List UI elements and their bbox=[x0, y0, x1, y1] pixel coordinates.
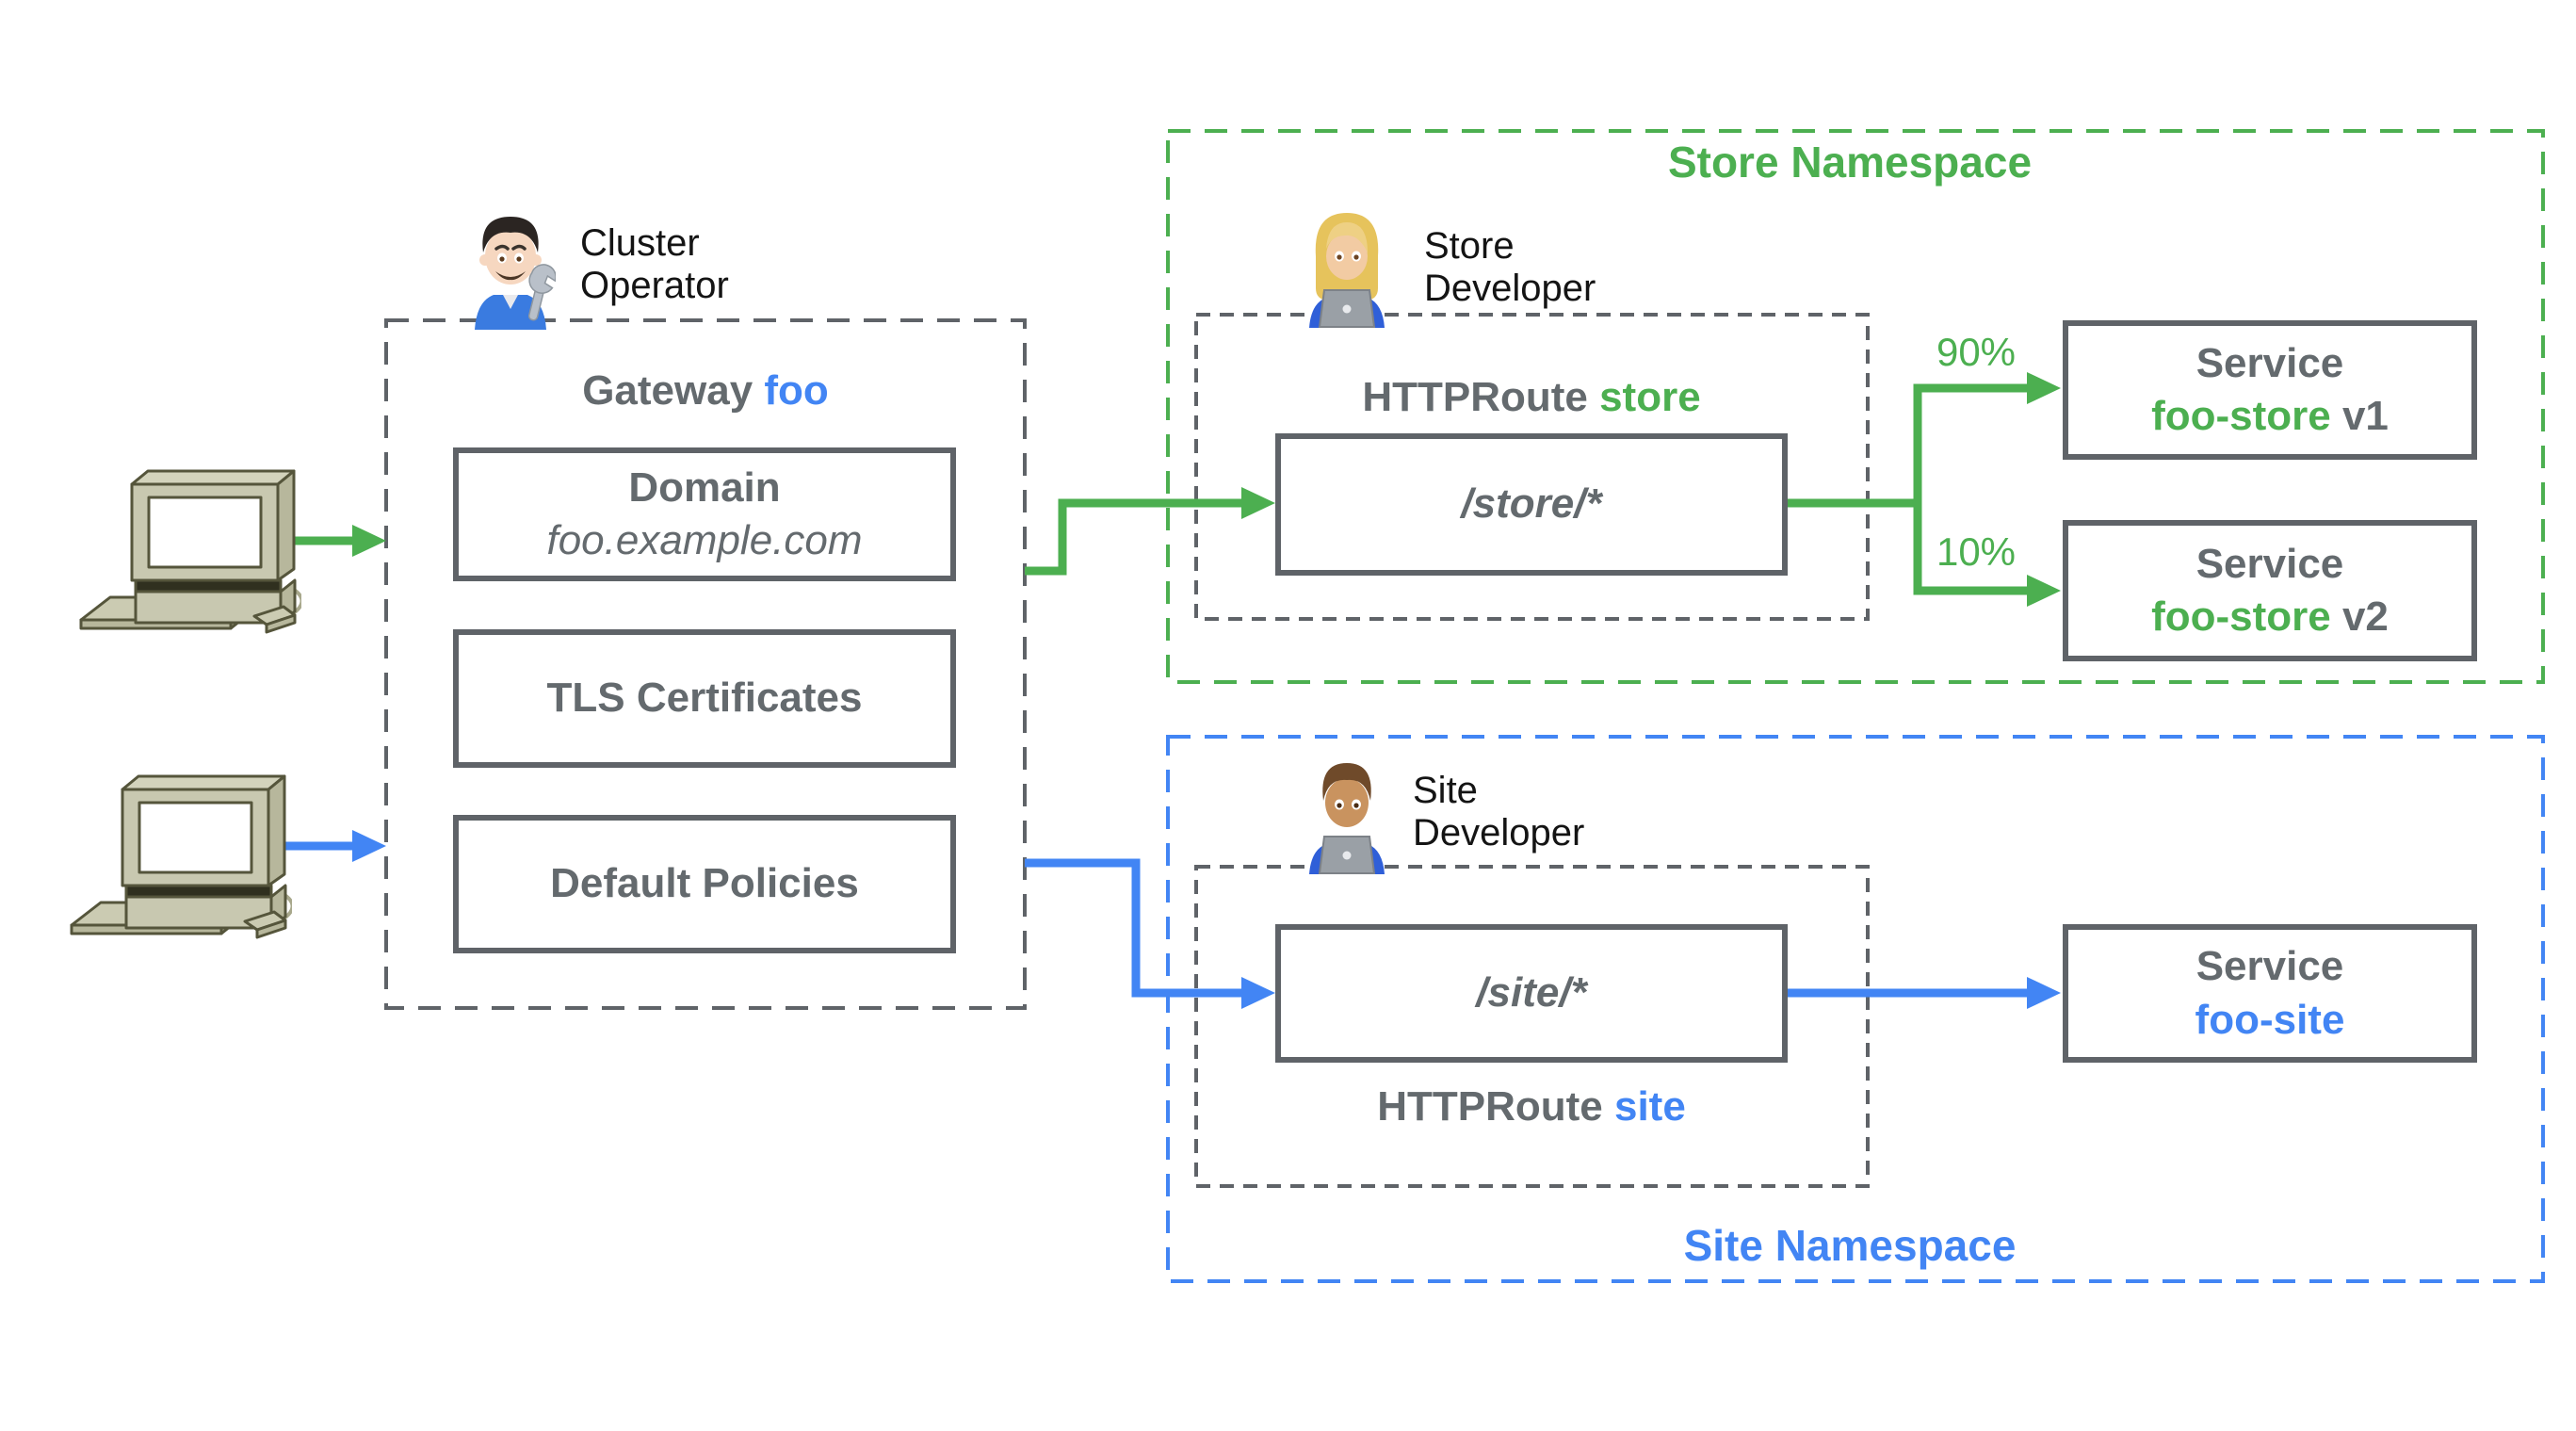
gateway-title-name: foo bbox=[764, 367, 829, 414]
httproute-store-title: HTTPRoute store bbox=[1362, 374, 1700, 421]
httproute-site-dashed-border bbox=[1194, 865, 1870, 1188]
man-mechanic-emoji bbox=[475, 217, 556, 330]
site-route-path-box: /site/* bbox=[1275, 924, 1788, 1063]
domain-box-value: foo.example.com bbox=[546, 517, 863, 563]
desktop-computer-icon bbox=[70, 774, 292, 939]
gateway-title: Gateway foo bbox=[582, 367, 829, 415]
service-version: v2 bbox=[2330, 594, 2389, 640]
service-name: foo-store bbox=[2151, 594, 2331, 640]
arrow-store-route-to-services bbox=[1783, 372, 2061, 607]
httproute-site-title-name: site bbox=[1613, 1083, 1686, 1130]
service-version: v1 bbox=[2330, 393, 2389, 439]
site-namespace-border bbox=[1166, 735, 2545, 1283]
desktop-computer-icon bbox=[79, 469, 301, 634]
default-policies-label: Default Policies bbox=[550, 860, 859, 907]
man-technologist-emoji bbox=[1309, 763, 1385, 874]
arrow-client-to-gateway-green bbox=[284, 525, 386, 557]
store-route-path: /store/* bbox=[1461, 480, 1602, 528]
service-label: Service bbox=[2195, 540, 2344, 587]
arrow-gateway-to-store-route bbox=[1025, 487, 1275, 576]
woman-technologist-emoji bbox=[1309, 213, 1385, 328]
site-namespace-label: Site Namespace bbox=[1683, 1221, 2017, 1270]
service-name: foo-store bbox=[2151, 393, 2331, 439]
arrow-client-to-gateway-blue bbox=[280, 830, 386, 862]
store-namespace-label: Store Namespace bbox=[1667, 138, 2033, 187]
httproute-store-dashed-border bbox=[1194, 313, 1870, 621]
store-namespace-border bbox=[1166, 129, 2545, 684]
httproute-store-title-prefix: HTTPRoute bbox=[1362, 374, 1600, 420]
httproute-site-title: HTTPRoute site bbox=[1377, 1083, 1686, 1130]
gateway-title-prefix: Gateway bbox=[582, 367, 765, 414]
arrow-gateway-to-site-route bbox=[1025, 858, 1275, 1009]
httproute-site-title-prefix: HTTPRoute bbox=[1377, 1083, 1614, 1130]
site-route-path: /site/* bbox=[1476, 969, 1587, 1016]
service-name-line: foo-store v2 bbox=[2151, 591, 2389, 643]
site-developer-label: Site Developer bbox=[1413, 770, 1585, 854]
store-route-path-box: /store/* bbox=[1275, 433, 1788, 576]
service-foo-store-v2-box: Service foo-store v2 bbox=[2063, 520, 2477, 661]
httproute-store-title-name: store bbox=[1599, 374, 1701, 420]
domain-box-title: Domain bbox=[628, 463, 781, 511]
split-10-label: 10% bbox=[1936, 529, 2017, 574]
service-label: Service bbox=[2195, 339, 2344, 386]
tls-certificates-box: TLS Certificates bbox=[453, 629, 956, 768]
service-name-line: foo-store v1 bbox=[2151, 390, 2389, 443]
service-foo-site-box: Service foo-site bbox=[2063, 924, 2477, 1063]
service-name: foo-site bbox=[2195, 996, 2345, 1043]
service-foo-store-v1-box: Service foo-store v1 bbox=[2063, 320, 2477, 460]
tls-certificates-label: TLS Certificates bbox=[546, 675, 863, 722]
split-90-label: 90% bbox=[1936, 330, 2017, 374]
cluster-operator-label: Cluster Operator bbox=[580, 222, 729, 306]
store-developer-label: Store Developer bbox=[1424, 225, 1596, 309]
domain-box: Domain foo.example.com bbox=[453, 447, 956, 581]
arrow-site-route-to-service bbox=[1788, 977, 2061, 1009]
default-policies-box: Default Policies bbox=[453, 815, 956, 953]
service-label: Service bbox=[2195, 943, 2344, 990]
